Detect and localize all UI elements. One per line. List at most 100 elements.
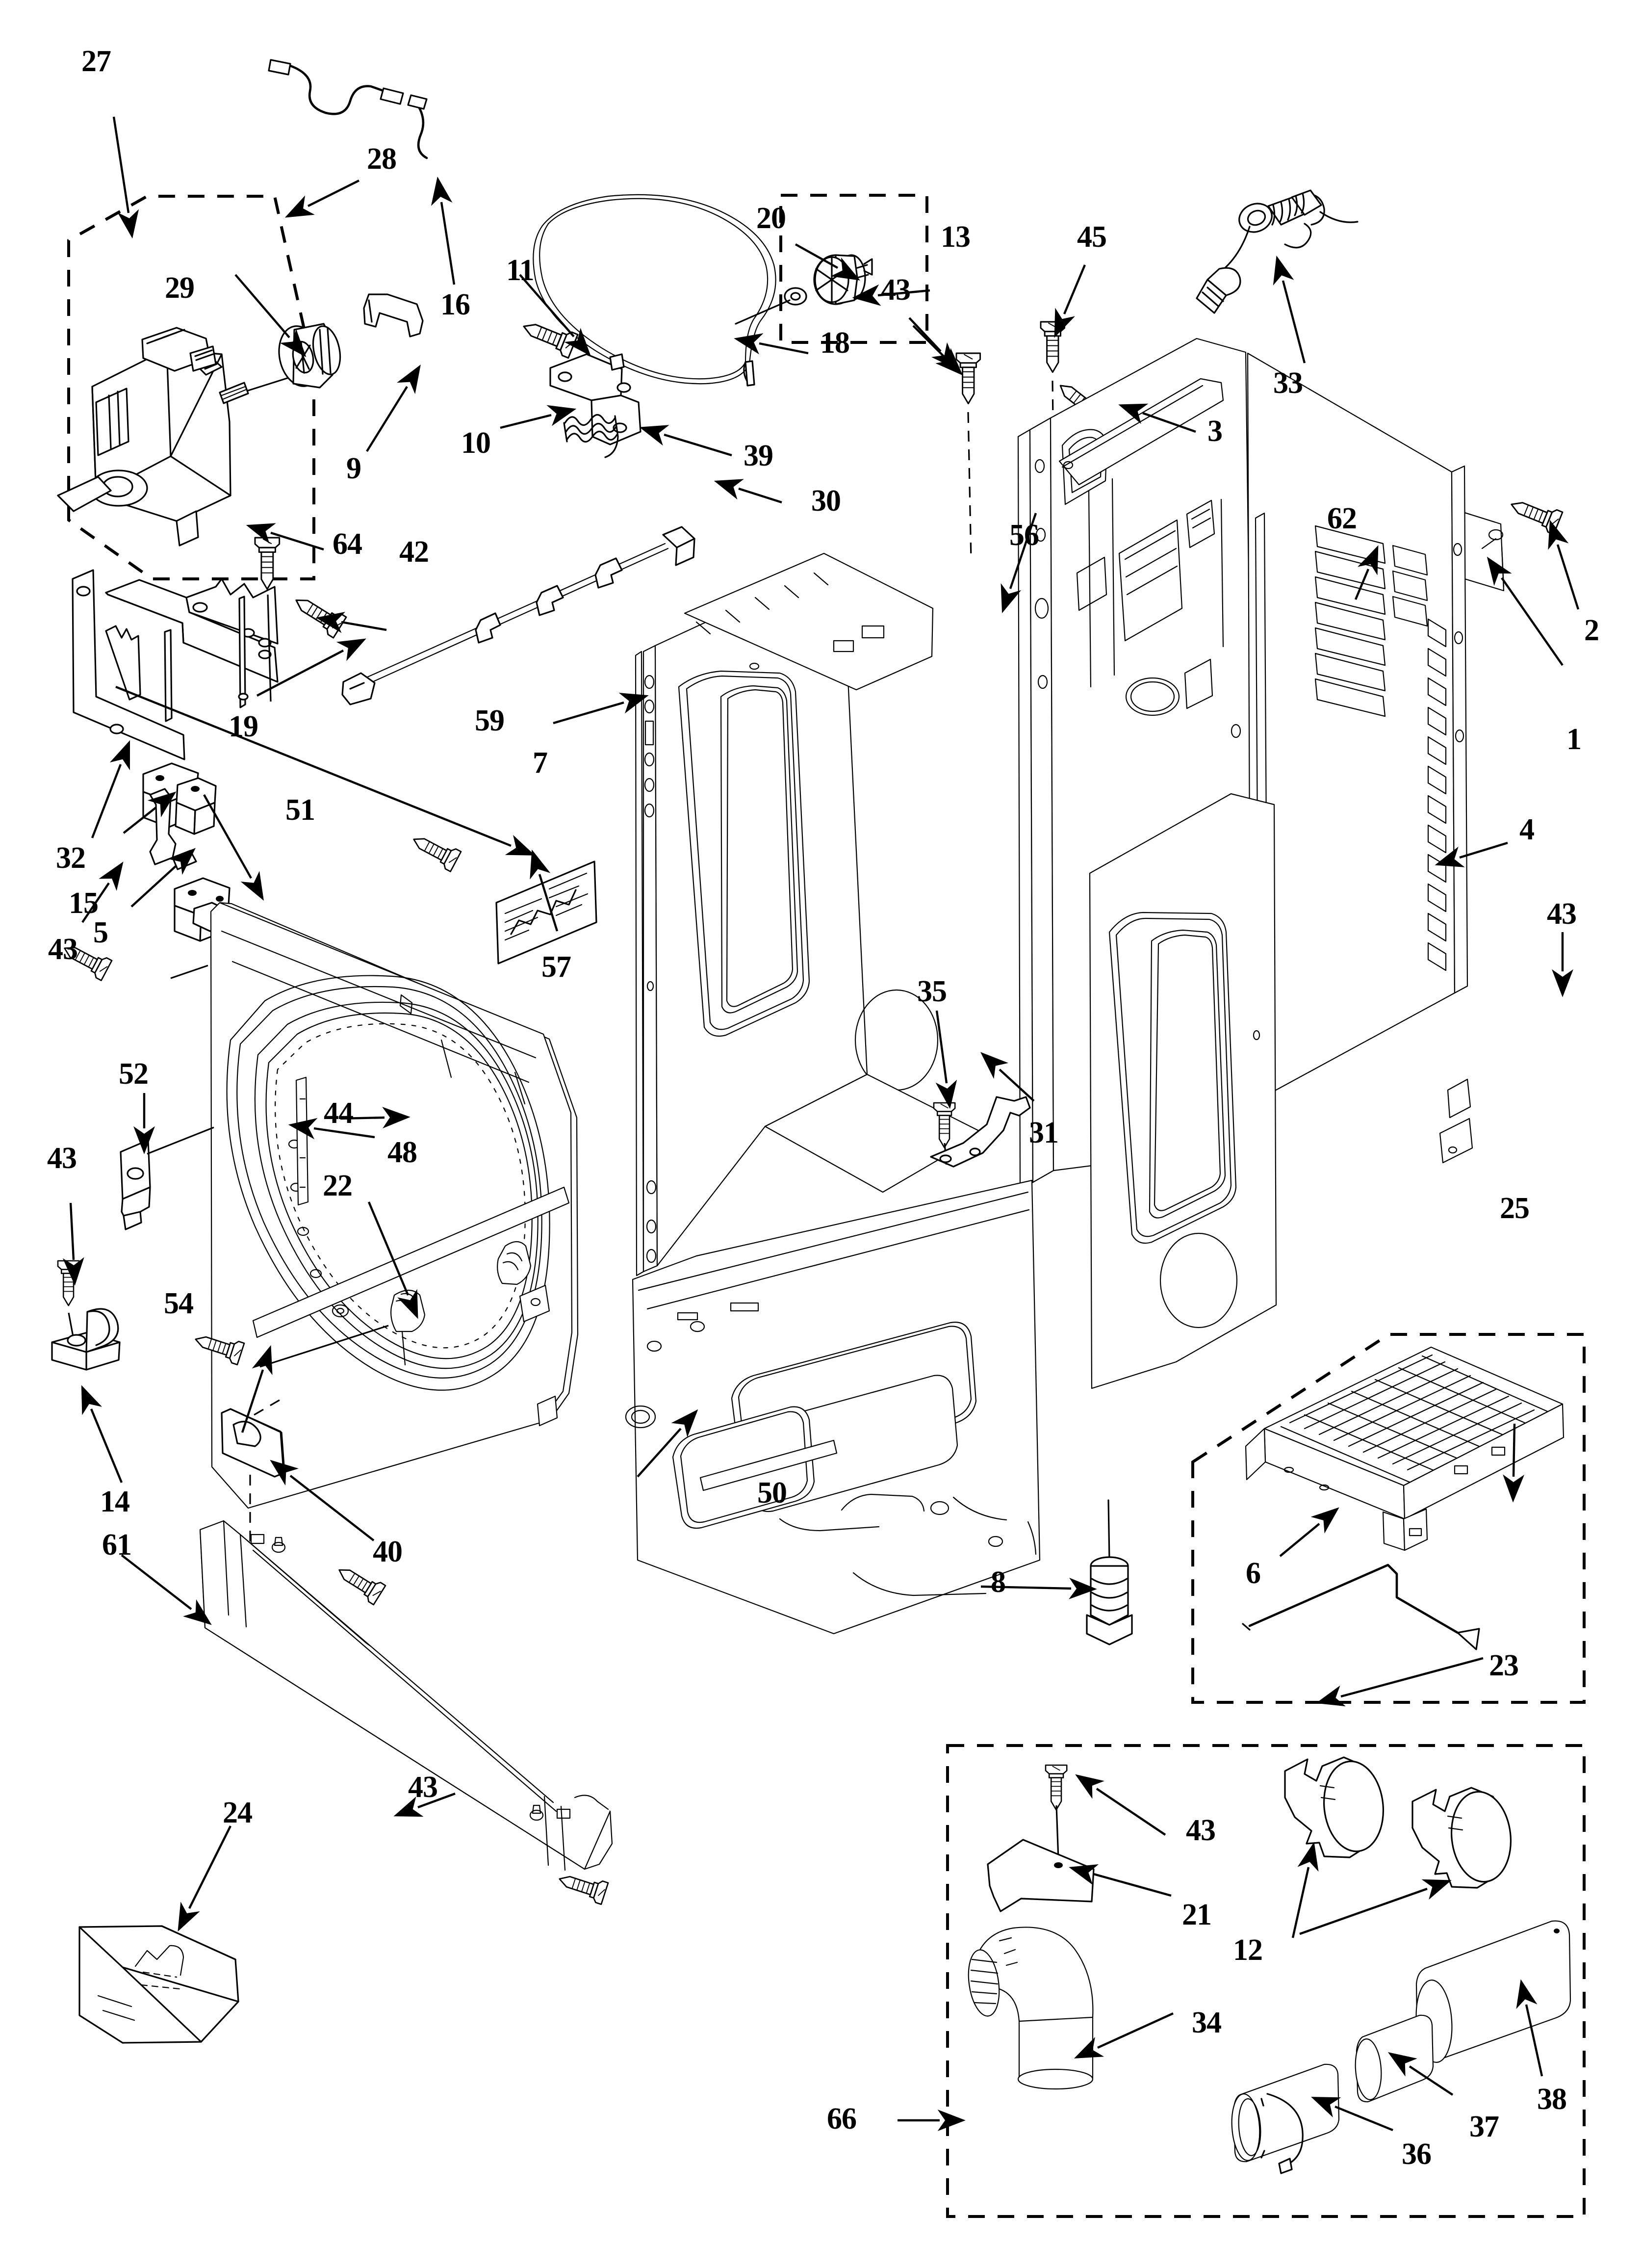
callout-29: 29	[165, 271, 195, 305]
exhaust-plug-caps	[1284, 1756, 1512, 1889]
callout-35: 35	[917, 975, 947, 1008]
wire-harness-jumper	[268, 59, 404, 115]
callout-8: 8	[991, 1565, 1006, 1599]
power-cord	[1196, 189, 1359, 314]
callout-51: 51	[285, 793, 315, 827]
callout-42: 42	[399, 535, 429, 569]
callout-2: 2	[1584, 614, 1599, 647]
callout-62: 62	[1327, 502, 1357, 535]
door-switch	[142, 762, 217, 835]
leader-lines	[62, 116, 1580, 2132]
warning-label	[495, 860, 597, 965]
callout-43-idler: 43	[881, 273, 911, 307]
callout-21: 21	[1182, 1898, 1212, 1931]
callout-43-front-upper: 43	[48, 933, 78, 966]
callout-3: 3	[1207, 415, 1223, 448]
callout-9: 9	[346, 452, 361, 485]
callout-15: 15	[69, 886, 99, 920]
cabinet-front-side-panel	[635, 552, 985, 1277]
callout-20: 20	[756, 202, 786, 235]
leveling-leg	[1086, 1499, 1133, 1645]
duct-connector-ring	[1355, 2014, 1434, 2103]
exhaust-duct-tube	[1415, 1920, 1571, 2063]
callout-31: 31	[1029, 1116, 1059, 1149]
callout-11: 11	[506, 254, 535, 287]
callout-32: 32	[56, 841, 86, 875]
callout-23: 23	[1489, 1649, 1519, 1682]
callout-61: 61	[102, 1528, 132, 1562]
callout-50: 50	[757, 1476, 787, 1510]
screw	[408, 829, 462, 872]
callout-37: 37	[1469, 2110, 1499, 2143]
screw	[58, 938, 208, 981]
callout-6: 6	[1246, 1557, 1261, 1590]
exhaust-elbow-duct	[968, 1927, 1094, 2090]
cord-strain-relief-clamp	[51, 1308, 121, 1371]
exhaust-vent-kit-group-boundary	[946, 1744, 1586, 2218]
callout-14: 14	[100, 1485, 130, 1518]
motor-assembly-group-boundary	[67, 195, 315, 580]
lint-screen-mesh	[1280, 1354, 1561, 1484]
drive-motor	[57, 327, 305, 547]
callout-25: 25	[1500, 1192, 1530, 1225]
callout-56: 56	[1009, 519, 1039, 552]
vent-louvers-right	[1427, 618, 1447, 971]
callout-19: 19	[229, 710, 258, 743]
front-panel-assembly	[210, 902, 579, 1509]
callout-13: 13	[941, 220, 971, 254]
callout-52: 52	[119, 1057, 149, 1091]
wire-harness-clip-strip	[341, 526, 695, 705]
pulley	[735, 254, 873, 325]
callout-54: 54	[164, 1287, 194, 1320]
callout-43-toe: 43	[408, 1771, 438, 1804]
duct-clamp	[1231, 2063, 1340, 2174]
callout-33: 33	[1273, 366, 1303, 400]
callout-7: 7	[533, 746, 548, 780]
callout-18: 18	[820, 326, 850, 360]
callout-1: 1	[1566, 723, 1582, 756]
drum-belt	[533, 194, 776, 387]
callout-66: 66	[827, 2102, 857, 2136]
callout-30: 30	[811, 484, 841, 518]
screw	[254, 537, 281, 702]
callout-12: 12	[1233, 1933, 1263, 1967]
callout-10: 10	[461, 426, 491, 460]
screw	[1506, 493, 1564, 535]
motor-bracket	[72, 569, 279, 760]
callout-57: 57	[541, 950, 571, 984]
door-catch-strike-plate	[221, 1396, 285, 1541]
callout-28: 28	[367, 142, 397, 176]
callout-24: 24	[223, 1796, 253, 1829]
cabinet-base-pan	[625, 1179, 1041, 1635]
wire-harness	[407, 94, 428, 159]
lint-screen-handle-wire	[1242, 1564, 1480, 1650]
screw	[191, 1325, 389, 1368]
callout-5: 5	[93, 916, 108, 949]
callout-59: 59	[475, 704, 505, 737]
callout-22: 22	[323, 1169, 353, 1202]
duct-cover-plate	[987, 1839, 1095, 1912]
screw	[555, 1867, 609, 1905]
callout-43-ground: 43	[47, 1142, 77, 1175]
callout-40: 40	[373, 1535, 403, 1568]
idler-bracket	[549, 353, 641, 445]
callout-36: 36	[1402, 2138, 1432, 2171]
toe-panel	[199, 1520, 613, 1871]
lint-screen	[1245, 1346, 1565, 1551]
screw	[1045, 1764, 1068, 1860]
screw	[57, 1260, 80, 1345]
callout-45: 45	[1077, 220, 1107, 254]
motor-clamp	[363, 293, 424, 338]
idler-pulley-screw	[518, 313, 579, 359]
idler-pulley-group-boundary	[779, 194, 928, 344]
ground-clip	[120, 1126, 214, 1230]
leg-pad	[78, 1925, 239, 2044]
callout-34: 34	[1192, 2006, 1222, 2039]
callout-43-rear: 43	[1547, 897, 1577, 931]
door-strike-bracket	[930, 1096, 1031, 1168]
screw	[289, 589, 347, 639]
callout-44: 44	[324, 1096, 354, 1130]
callout-39: 39	[744, 439, 773, 472]
cabinet-top-bracket	[1058, 378, 1224, 486]
